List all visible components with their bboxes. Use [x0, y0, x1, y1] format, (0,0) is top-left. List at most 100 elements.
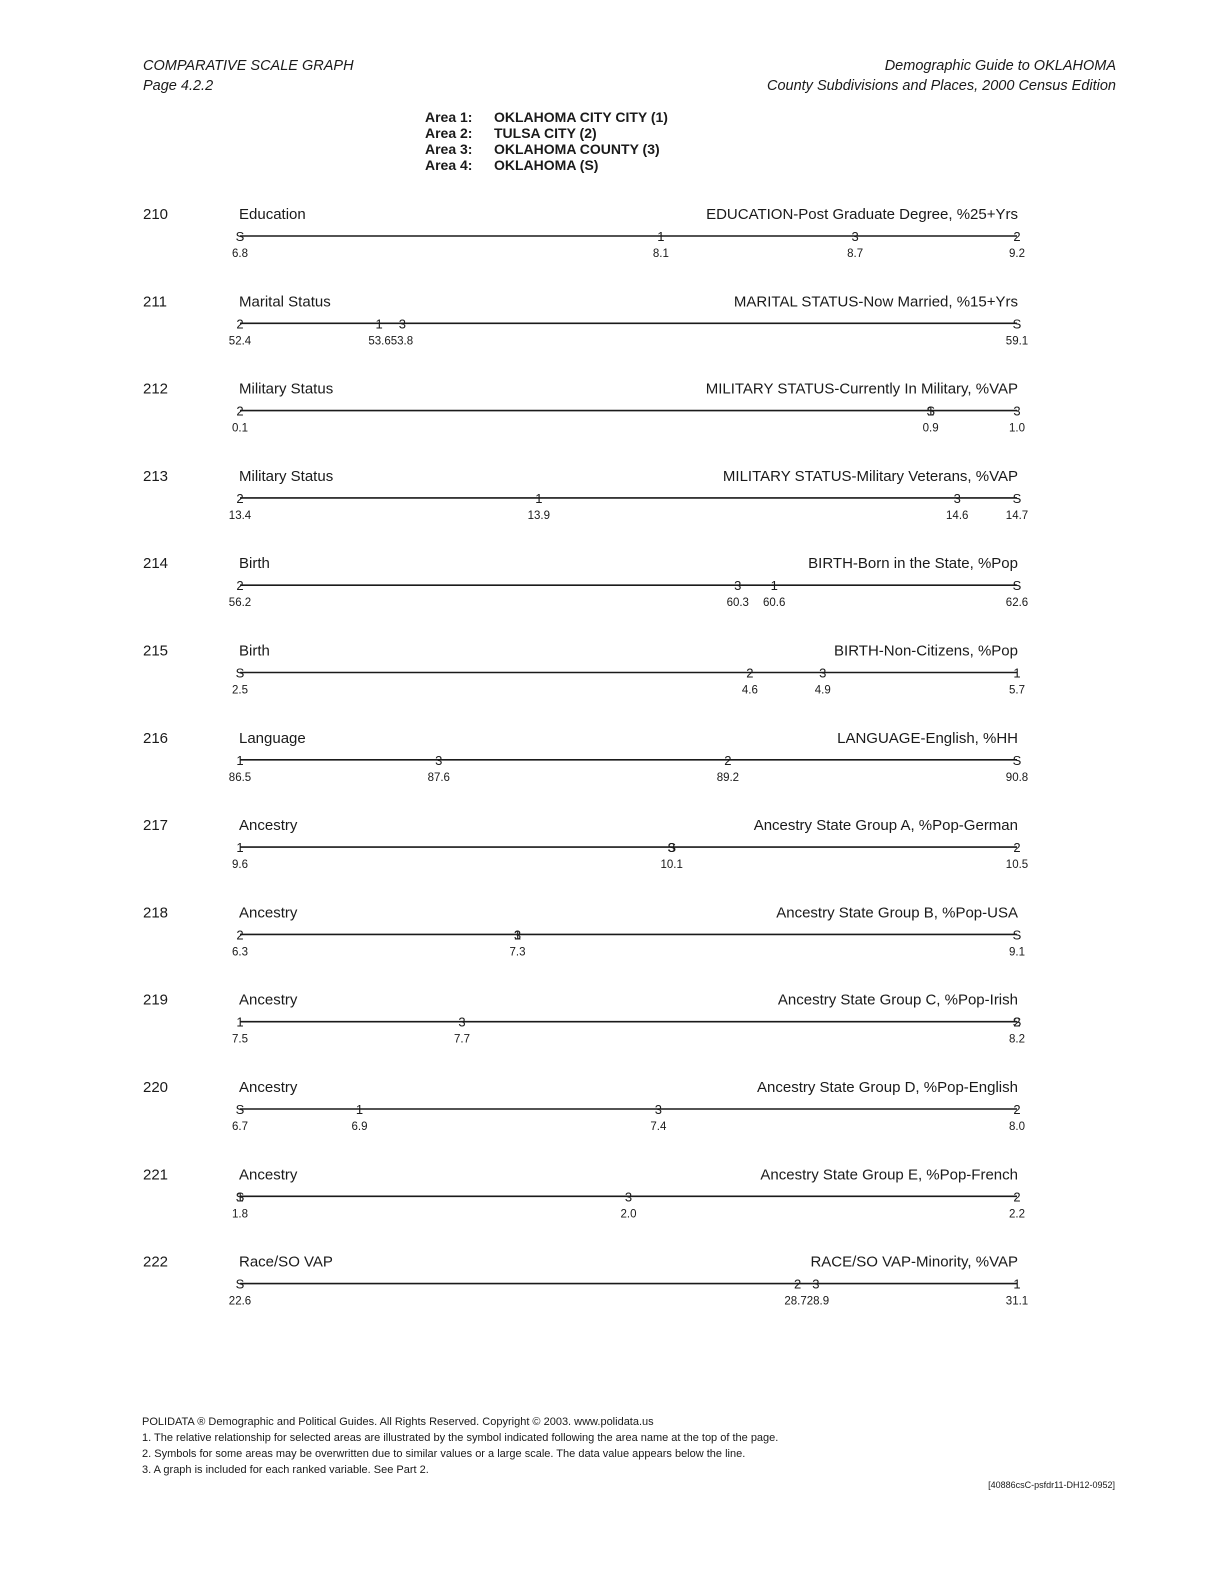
area-marker-3: 3 [435, 753, 442, 768]
legend-area-name: OKLAHOMA CITY CITY (1) [494, 109, 668, 125]
value-label: 6.9 [352, 1121, 368, 1133]
value-label: 86.5 [229, 772, 251, 784]
area-marker-3: 3 [399, 316, 406, 331]
legend-key: Area 2: [425, 125, 473, 141]
value-label: 7.7 [454, 1034, 470, 1046]
row-variable-title: BIRTH-Born in the State, %Pop [808, 555, 1018, 572]
row-number: 221 [143, 1166, 168, 1183]
area-marker-3: 3 [1013, 404, 1020, 419]
row-variable-title: Ancestry State Group E, %Pop-French [760, 1166, 1018, 1183]
area-marker-S: S [236, 229, 245, 244]
area-marker-2: 2 [236, 316, 243, 331]
row-number: 216 [143, 730, 168, 747]
value-label: 8.0 [1009, 1121, 1025, 1133]
page-number: Page 4.2.2 [143, 78, 214, 94]
area-marker-3: 3 [458, 1015, 465, 1030]
row-number: 218 [143, 904, 168, 921]
area-marker-3: 3 [514, 927, 521, 942]
legend-key: Area 1: [425, 109, 473, 125]
value-label: 1.0 [1009, 423, 1025, 435]
row-category: Birth [239, 555, 270, 572]
area-marker-1: 1 [236, 753, 243, 768]
legend-area-name: TULSA CITY (2) [494, 125, 597, 141]
area-marker-S: S [667, 840, 676, 855]
legend-row-area-2: Area 2: TULSA CITY (2) [425, 125, 668, 141]
value-label: 22.6 [229, 1296, 251, 1308]
footnote-1: 1. The relative relationship for selecte… [142, 1432, 779, 1444]
page-header-left: COMPARATIVE SCALE GRAPH Page 4.2.2 [143, 56, 354, 96]
row-category: Language [239, 730, 306, 747]
row-number: 222 [143, 1254, 168, 1271]
row-category: Birth [239, 643, 270, 660]
area-marker-S: S [1013, 927, 1022, 942]
row-category: Race/SO VAP [239, 1254, 333, 1271]
area-marker-1: 1 [376, 316, 383, 331]
area-marker-1: 1 [657, 229, 664, 244]
row-variable-title: BIRTH-Non-Citizens, %Pop [834, 643, 1018, 660]
area-marker-1: 1 [356, 1102, 363, 1117]
value-label: 9.1 [1009, 946, 1025, 958]
value-label: 31.1 [1006, 1296, 1028, 1308]
row-number: 211 [143, 293, 167, 310]
area-marker-2: 2 [1013, 1015, 1020, 1030]
footnote-2: 2. Symbols for some areas may be overwri… [142, 1448, 746, 1460]
area-marker-S: S [1013, 753, 1022, 768]
row-variable-title: LANGUAGE-English, %HH [837, 730, 1018, 747]
row-number: 212 [143, 381, 168, 398]
value-label: 2.0 [621, 1208, 637, 1220]
value-label: 9.2 [1009, 248, 1025, 260]
row-number: 217 [143, 817, 168, 834]
value-label: 10.1 [660, 859, 682, 871]
row-category: Education [239, 206, 306, 223]
row-category: Military Status [239, 381, 333, 398]
value-label: 53.653.8 [368, 335, 413, 347]
area-marker-1: 1 [236, 840, 243, 855]
copyright-line: POLIDATA ® Demographic and Political Gui… [142, 1416, 654, 1428]
area-marker-3: 3 [734, 578, 741, 593]
area-marker-3: 3 [852, 229, 859, 244]
footnote-3: 3. A graph is included for each ranked v… [142, 1464, 429, 1476]
value-label: 8.2 [1009, 1034, 1025, 1046]
legend-area-name: OKLAHOMA (S) [494, 157, 599, 173]
legend-key: Area 4: [425, 157, 473, 173]
value-label: 1.8 [232, 1208, 248, 1220]
area-marker-3: 3 [668, 840, 675, 855]
legend-key: Area 3: [425, 141, 473, 157]
area-marker-3: 3 [819, 666, 826, 681]
value-label: 14.6 [946, 510, 968, 522]
area-marker-S: S [926, 404, 935, 419]
value-label: 14.7 [1006, 510, 1028, 522]
value-label: 13.4 [229, 510, 252, 522]
area-marker-2: 2 [236, 578, 243, 593]
area-marker-S: S [236, 666, 245, 681]
value-label: 8.1 [653, 248, 669, 260]
value-label: 52.4 [229, 335, 252, 347]
value-label: 10.5 [1006, 859, 1028, 871]
value-label: 6.8 [232, 248, 248, 260]
area-marker-S: S [236, 1189, 245, 1204]
value-label: 28.728.9 [784, 1296, 829, 1308]
legend-row-area-3: Area 3: OKLAHOMA COUNTY (3) [425, 141, 668, 157]
legend-row-area-1: Area 1: OKLAHOMA CITY CITY (1) [425, 109, 668, 125]
area-marker-S: S [236, 1102, 245, 1117]
report-type: COMPARATIVE SCALE GRAPH [143, 58, 354, 74]
value-label: 13.9 [528, 510, 550, 522]
area-legend: Area 1: OKLAHOMA CITY CITY (1) Area 2: T… [425, 109, 668, 173]
value-label: 0.1 [232, 423, 248, 435]
value-label: 0.9 [923, 423, 939, 435]
area-marker-1: 1 [1013, 666, 1020, 681]
area-marker-S: S [236, 1277, 245, 1292]
area-marker-1: 1 [236, 1189, 243, 1204]
area-marker-S: S [1013, 1015, 1022, 1030]
row-variable-title: Ancestry State Group A, %Pop-German [754, 817, 1018, 834]
area-marker-2: 2 [1013, 840, 1020, 855]
legend-area-name: OKLAHOMA COUNTY (3) [494, 141, 660, 157]
area-marker-1: 1 [535, 491, 542, 506]
area-marker-2: 2 [746, 666, 753, 681]
area-marker-2: 2 [1013, 1189, 1020, 1204]
page-header-right: Demographic Guide to OKLAHOMA County Sub… [767, 56, 1116, 96]
row-number: 219 [143, 992, 168, 1009]
value-label: 60.6 [763, 597, 785, 609]
area-marker-3: 3 [655, 1102, 662, 1117]
